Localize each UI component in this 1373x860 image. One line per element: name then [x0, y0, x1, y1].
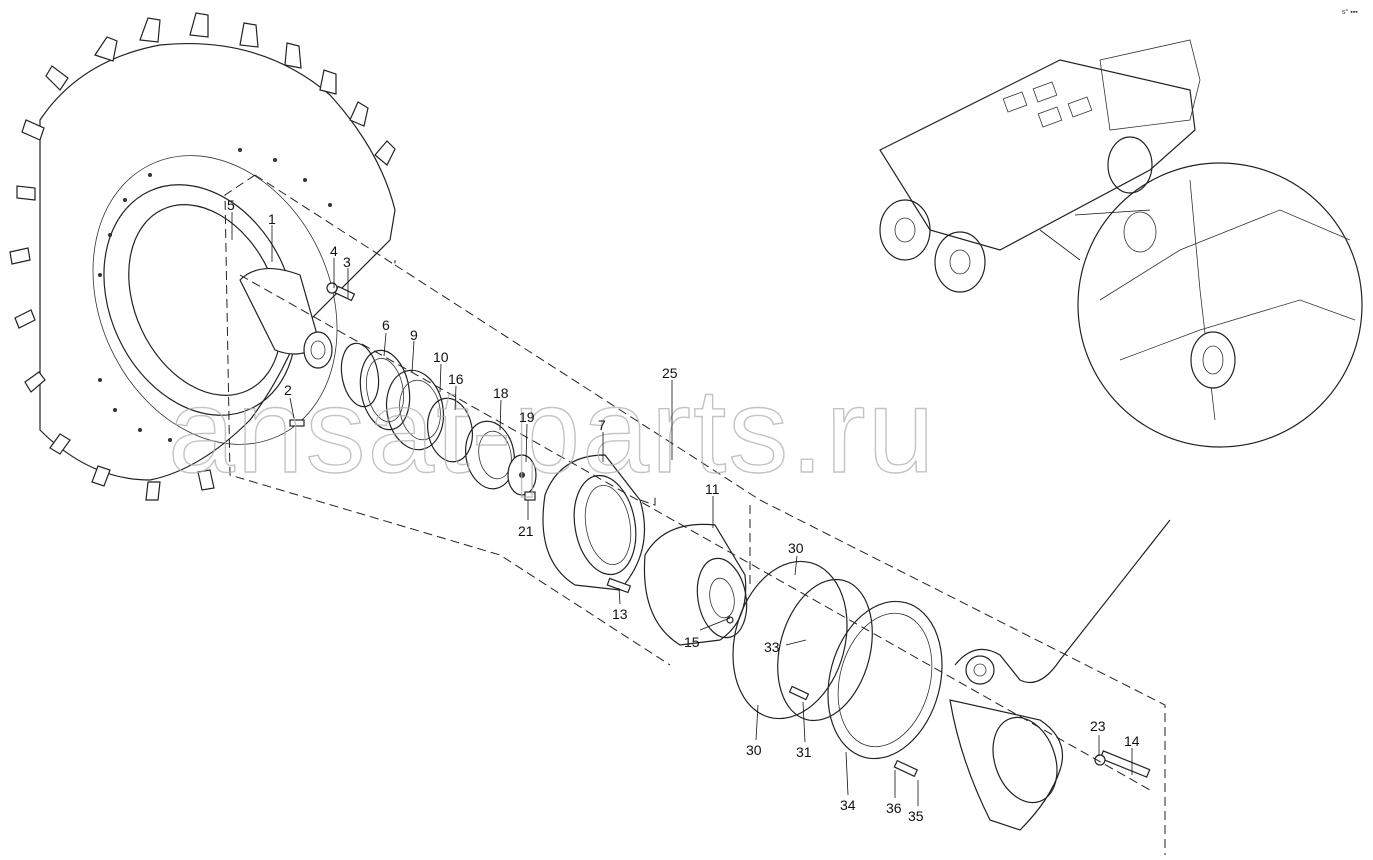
callout-13: 13: [612, 606, 628, 622]
callout-30-bottom: 30: [746, 742, 762, 758]
callout-25: 25: [662, 365, 678, 381]
callout-21: 21: [518, 523, 534, 539]
detail-circle: [1077, 162, 1363, 448]
callout-36: 36: [886, 800, 902, 816]
callout-15: 15: [684, 634, 700, 650]
callout-5: 5: [227, 197, 235, 213]
callout-19: 19: [519, 409, 535, 425]
callout-7: 7: [598, 417, 606, 433]
assembly-boundary: [224, 174, 1166, 855]
corner-mark: s° ▪▪▪: [1342, 8, 1358, 16]
callout-9: 9: [410, 327, 418, 343]
callout-leaders: [231, 212, 1133, 806]
callout-numbers: 1 2 3 4 5 6 9 10 16 18 19 21 7 25 11 13 …: [227, 197, 1140, 824]
centerline: [239, 274, 1151, 791]
callout-14: 14: [1124, 733, 1140, 749]
callout-11: 11: [705, 481, 720, 497]
callout-1: 1: [268, 211, 276, 227]
callout-3: 3: [343, 254, 351, 270]
callout-10: 10: [433, 349, 449, 365]
exploded-parts: [289, 282, 1171, 831]
callout-34: 34: [840, 797, 856, 813]
machine-overview: [879, 39, 1201, 293]
callout-33: 33: [764, 639, 780, 655]
callout-16: 16: [448, 371, 464, 387]
callout-23: 23: [1090, 718, 1106, 734]
cutter-drum: [9, 12, 396, 501]
callout-30-top: 30: [788, 540, 804, 556]
callout-31: 31: [796, 744, 812, 760]
callout-2: 2: [284, 382, 292, 398]
watermark-text: ansat-parts.ru: [168, 364, 936, 498]
callout-35: 35: [908, 808, 924, 824]
callout-18: 18: [493, 385, 509, 401]
callout-4: 4: [330, 243, 338, 259]
callout-6: 6: [382, 317, 390, 333]
